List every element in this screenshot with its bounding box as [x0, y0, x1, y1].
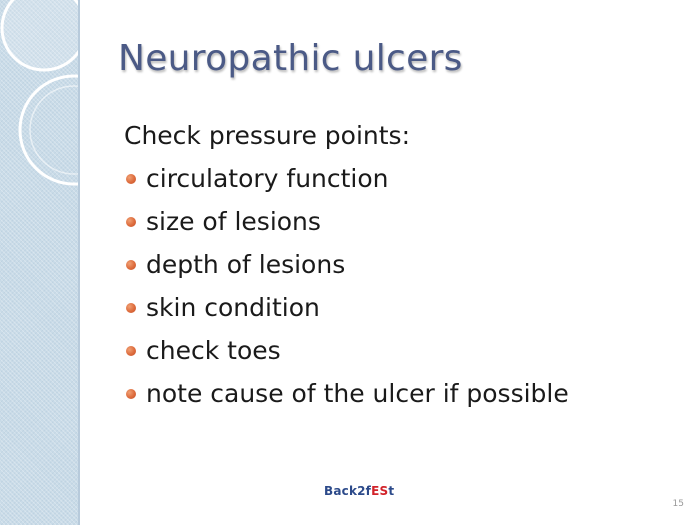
bullet-icon [126, 260, 136, 270]
bullet-list: circulatory function size of lesions dep… [124, 157, 684, 415]
bullet-icon [126, 389, 136, 399]
bullet-text: skin condition [146, 293, 320, 322]
bullet-text: circulatory function [146, 164, 389, 193]
bullet-text: depth of lesions [146, 250, 346, 279]
bullet-text: check toes [146, 336, 281, 365]
bullet-icon [126, 217, 136, 227]
slide-title: Neuropathic ulcers [118, 38, 463, 79]
slide-content: Check pressure points: circulatory funct… [124, 114, 684, 415]
bullet-item: check toes [124, 329, 684, 372]
bullet-item: size of lesions [124, 200, 684, 243]
bullet-item: circulatory function [124, 157, 684, 200]
lead-text: Check pressure points: [124, 121, 410, 150]
slide-number: 15 [672, 499, 684, 509]
bullet-icon [126, 346, 136, 356]
side-decoration-panel [0, 0, 78, 525]
bullet-icon [126, 303, 136, 313]
decorative-circles [0, 0, 78, 186]
back2fest-logo: Back2fESt [324, 484, 395, 498]
side-panel-edge [78, 0, 80, 525]
bullet-item: note cause of the ulcer if possible [124, 372, 684, 415]
bullet-text: note cause of the ulcer if possible [146, 379, 569, 408]
bullet-item: skin condition [124, 286, 684, 329]
bullet-icon [126, 174, 136, 184]
bullet-item: depth of lesions [124, 243, 684, 286]
bullet-text: size of lesions [146, 207, 321, 236]
